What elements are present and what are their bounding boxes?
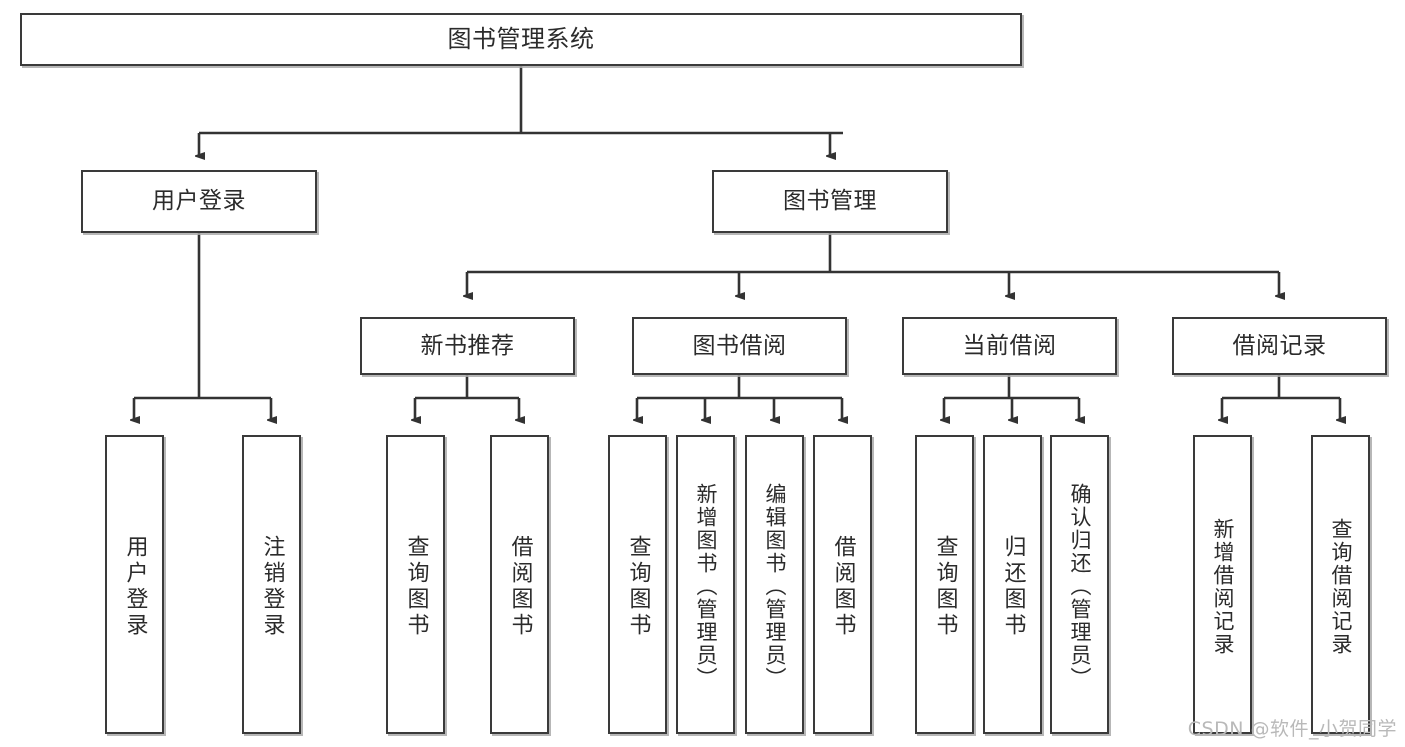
node-label: 注销登录 — [259, 534, 285, 639]
node-label: 图书管理系统 — [447, 24, 595, 53]
leaf-query-borrow-record[interactable]: 查询借阅记录 — [1311, 435, 1370, 734]
leaf-logout[interactable]: 注销登录 — [242, 435, 301, 734]
node-label: 用户登录 — [122, 534, 148, 639]
node-label: 用户登录 — [152, 188, 246, 215]
node-label: 借阅图书 — [830, 534, 856, 639]
leaf-borrow-books[interactable]: 借阅图书 — [813, 435, 872, 734]
node-label: 编辑图书（管理员） — [763, 483, 787, 690]
node-label: 当前借阅 — [962, 332, 1057, 359]
watermark: CSDN @软件_小贺同学 — [1187, 718, 1397, 740]
leaf-return-books[interactable]: 归还图书 — [983, 435, 1042, 734]
leaf-confirm-return-admin[interactable]: 确认归还（管理员） — [1050, 435, 1109, 734]
node-label: 查询图书 — [403, 534, 429, 639]
node-label: 新增图书（管理员） — [694, 483, 718, 690]
node-label: 归还图书 — [1000, 534, 1026, 639]
node-user-login[interactable]: 用户登录 — [81, 170, 317, 233]
node-label: 图书借阅 — [692, 332, 787, 359]
node-label: 查询图书 — [932, 534, 958, 639]
node-label: 借阅记录 — [1232, 332, 1327, 359]
node-label: 新增借阅记录 — [1211, 517, 1235, 656]
node-book-management[interactable]: 图书管理 — [712, 170, 948, 233]
node-label: 确认归还（管理员） — [1068, 483, 1092, 690]
node-label: 查询图书 — [625, 534, 651, 639]
leaf-add-book-admin[interactable]: 新增图书（管理员） — [676, 435, 735, 734]
node-label: 图书管理 — [783, 188, 877, 215]
leaf-borrow-books-recommend[interactable]: 借阅图书 — [490, 435, 549, 734]
leaf-query-books-current[interactable]: 查询图书 — [915, 435, 974, 734]
node-label: 查询借阅记录 — [1329, 517, 1353, 656]
node-current-borrowing[interactable]: 当前借阅 — [902, 317, 1117, 375]
leaf-add-borrow-record[interactable]: 新增借阅记录 — [1193, 435, 1252, 734]
node-new-book-recommendation[interactable]: 新书推荐 — [360, 317, 575, 375]
node-label: 新书推荐 — [420, 332, 515, 359]
leaf-user-login[interactable]: 用户登录 — [105, 435, 164, 734]
node-label: 借阅图书 — [507, 534, 533, 639]
node-book-borrowing[interactable]: 图书借阅 — [632, 317, 847, 375]
node-borrowing-record[interactable]: 借阅记录 — [1172, 317, 1387, 375]
leaf-edit-book-admin[interactable]: 编辑图书（管理员） — [745, 435, 804, 734]
leaf-query-books-recommend[interactable]: 查询图书 — [386, 435, 445, 734]
leaf-query-books-borrow[interactable]: 查询图书 — [608, 435, 667, 734]
node-book-management-system[interactable]: 图书管理系统 — [20, 13, 1022, 66]
